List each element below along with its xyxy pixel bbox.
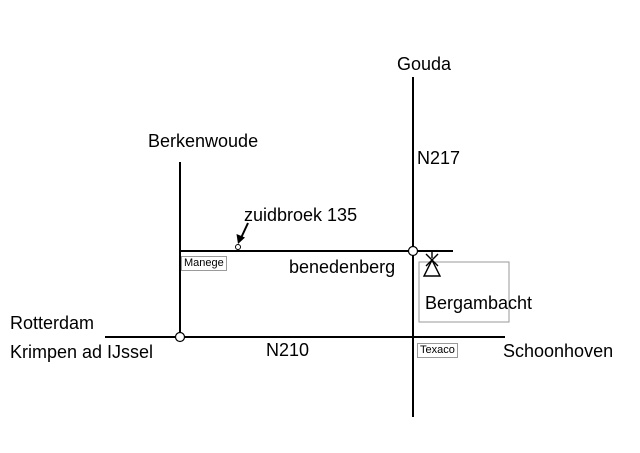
place-bergambacht: Bergambacht: [425, 293, 533, 313]
place-berkenwoude: Berkenwoude: [148, 131, 259, 151]
junction-krimpen: [174, 331, 186, 343]
destination-marker: [235, 244, 241, 250]
junction-n217-benedenberg: [407, 245, 419, 257]
place-gouda: Gouda: [397, 54, 452, 74]
poi-texaco: Texaco: [417, 343, 458, 358]
place-schoonhoven: Schoonhoven: [503, 341, 614, 361]
poi-manege: Manege: [181, 256, 227, 271]
road-label-benedenberg: benedenberg: [289, 257, 396, 277]
road-label-n217: N217: [417, 148, 461, 168]
address-label: zuidbroek 135: [244, 205, 358, 225]
road-label-n210: N210: [266, 340, 310, 360]
arrow-pointer-icon: [236, 222, 249, 244]
bergambacht-area: [418, 261, 510, 323]
place-rotterdam: Rotterdam: [10, 313, 95, 333]
place-krimpen: Krimpen ad IJssel: [10, 342, 154, 362]
church-tower-icon: [422, 252, 442, 277]
